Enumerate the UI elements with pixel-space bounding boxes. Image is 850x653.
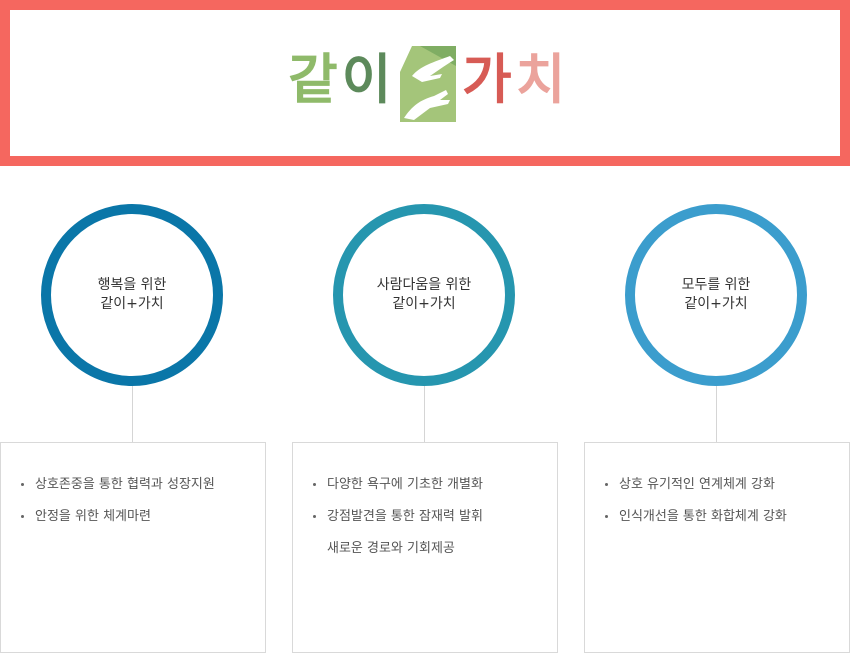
list-item: 상호 유기적인 연계체계 강화	[603, 469, 835, 501]
banner-panel: 같이 가치	[10, 10, 840, 156]
value-column-happiness: 행복을 위한 같이+가치 상호존중을 통한 협력과 성장지원 안정을 위한 체계…	[0, 200, 266, 653]
value-column-humanity: 사람다움을 위한 같이+가치 다양한 욕구에 기초한 개별화 강점발견을 통한 …	[292, 200, 558, 653]
logo-glyph: 가	[462, 48, 516, 111]
title-banner: 같이 가치	[0, 0, 850, 166]
list-item-continuation: 새로운 경로와 기회제공	[327, 541, 455, 556]
circle-subtitle: 같이+가치	[684, 296, 748, 312]
list-item: 안정을 위한 체계마련	[19, 501, 251, 533]
connector-line	[716, 386, 717, 442]
logo-glyph: 같	[288, 48, 342, 111]
value-circle: 행복을 위한 같이+가치	[41, 204, 223, 386]
circle-subtitle: 같이+가치	[392, 296, 456, 312]
value-column-everyone: 모두를 위한 같이+가치 상호 유기적인 연계체계 강화 인식개선을 통한 화합…	[584, 200, 850, 653]
list-item: 강점발견을 통한 잠재력 발휘	[311, 501, 543, 533]
circle-subtitle: 같이+가치	[100, 296, 164, 312]
list-item: 인식개선을 통한 화합체계 강화	[603, 501, 835, 533]
logo-glyph: 치	[515, 48, 570, 111]
circle-title: 모두를 위한	[681, 277, 751, 293]
value-card: 상호존중을 통한 협력과 성장지원 안정을 위한 체계마련	[0, 442, 266, 653]
connector-line	[424, 386, 425, 442]
circle-title: 사람다움을 위한	[376, 277, 472, 293]
logo: 같이 가치	[10, 10, 840, 156]
value-card: 상호 유기적인 연계체계 강화 인식개선을 통한 화합체계 강화	[584, 442, 850, 653]
logo-text-left: 같이	[288, 48, 395, 112]
value-card: 다양한 욕구에 기초한 개별화 강점발견을 통한 잠재력 발휘 새로운 경로와 …	[292, 442, 558, 653]
value-list: 상호존중을 통한 협력과 성장지원 안정을 위한 체계마련	[19, 469, 251, 533]
list-item: 상호존중을 통한 협력과 성장지원	[19, 469, 251, 501]
logo-text-right: 가치	[462, 48, 569, 112]
circle-title: 행복을 위한	[97, 277, 167, 293]
value-circle: 사람다움을 위한 같이+가치	[333, 204, 515, 386]
value-list: 상호 유기적인 연계체계 강화 인식개선을 통한 화합체계 강화	[603, 469, 835, 533]
value-list: 다양한 욕구에 기초한 개별화 강점발견을 통한 잠재력 발휘 새로운 경로와 …	[311, 469, 543, 565]
value-circle: 모두를 위한 같이+가치	[625, 204, 807, 386]
list-item: 다양한 욕구에 기초한 개별화	[311, 469, 543, 501]
connector-line	[132, 386, 133, 442]
helping-hands-icon	[400, 46, 456, 122]
logo-glyph: 이	[341, 48, 396, 111]
